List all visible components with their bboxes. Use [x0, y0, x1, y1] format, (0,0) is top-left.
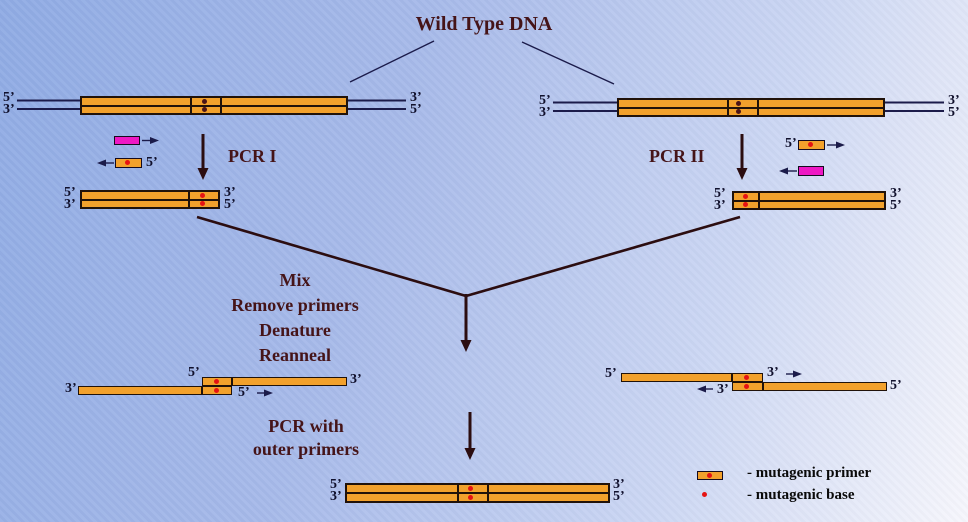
label-5-prime: 5’	[785, 136, 797, 151]
final-pcr-step-line: PCR with	[268, 416, 344, 436]
label-5-prime: 5’	[948, 105, 960, 120]
label-3-prime: 3’	[613, 477, 625, 492]
mutagenic-base-dot	[744, 383, 749, 389]
wild-type-dna-left	[80, 96, 348, 115]
pcr2-step-label: PCR II	[649, 146, 705, 166]
mutation-site-boundary	[201, 387, 203, 394]
title-pointer-line-right	[521, 41, 615, 85]
strand-separator	[347, 492, 608, 494]
title-pointer-line-left	[349, 40, 435, 83]
label-5-prime: 5’	[330, 477, 342, 492]
mix-step-line: Reanneal	[259, 345, 331, 365]
label-3-prime: 3’	[767, 365, 779, 380]
label-3-prime: 3’	[65, 381, 77, 396]
mutation-site-boundary	[231, 378, 233, 385]
reannealed-bottom-strand-left	[78, 386, 232, 395]
reannealed-top-strand-right	[621, 373, 763, 382]
mutagenic-base-dot	[468, 486, 473, 491]
wild-type-base-dot	[202, 107, 207, 112]
final-pcr-step-line: outer primers	[252, 439, 360, 459]
label-3-prime: 3’	[3, 102, 15, 117]
mutation-site-boundary	[731, 374, 733, 381]
strand-separator	[82, 198, 218, 201]
label-3-prime: 3’	[890, 186, 902, 201]
mutation-site-boundary	[727, 100, 729, 115]
label-5-prime: 5’	[605, 366, 617, 381]
label-5-prime: 5’	[64, 185, 76, 200]
mutagenic-base-dot	[214, 378, 219, 384]
mutagenic-base-dot	[702, 492, 707, 497]
pcr1-product-duplex	[80, 190, 220, 209]
mutagenic-base-dot	[468, 495, 473, 500]
label-3-prime: 3’	[410, 90, 422, 105]
label-3-prime: 3’	[717, 382, 729, 397]
label-5-prime: 5’	[890, 378, 902, 393]
wild-type-base-dot	[736, 101, 741, 106]
legend-mutagenic-primer-label: - mutagenic primer	[747, 465, 872, 481]
label-5-prime: 5’	[613, 489, 625, 504]
mutation-site-boundary	[220, 98, 222, 113]
mutagenic-base-dot	[200, 193, 205, 198]
mutagenic-base-dot	[707, 472, 712, 478]
mutation-site-boundary	[758, 193, 760, 208]
diagram-title: Wild Type DNA	[415, 13, 553, 35]
mutagenic-base-dot	[808, 142, 813, 147]
wild-type-base-dot	[736, 109, 741, 114]
mutagenic-base-dot	[744, 374, 749, 380]
mutagenic-base-dot	[200, 201, 205, 206]
reannealed-top-strand-left	[202, 377, 347, 386]
mutagenic-base-dot	[743, 202, 748, 207]
mix-converge-line-left	[196, 215, 467, 298]
label-5-prime: 5’	[410, 102, 422, 117]
mutagenic-base-dot	[214, 387, 219, 393]
mutation-site-boundary	[190, 98, 192, 113]
mutation-site-boundary	[188, 192, 190, 207]
reannealed-bottom-strand-right	[732, 382, 887, 391]
final-pcr-step-text: PCR with outer primers	[211, 415, 401, 461]
mutagenic-primer-reverse	[115, 158, 142, 168]
mutation-site-boundary	[457, 485, 459, 501]
mutation-site-boundary	[762, 383, 764, 390]
wild-type-dna-right	[617, 98, 885, 117]
legend-mutagenic-base-label: - mutagenic base	[747, 487, 855, 503]
outer-primer-forward	[114, 136, 140, 145]
label-3-prime: 3’	[948, 93, 960, 108]
label-3-prime: 3’	[539, 105, 551, 120]
label-3-prime: 3’	[64, 197, 76, 212]
mix-step-line: Mix	[279, 270, 311, 290]
label-5-prime: 5’	[3, 90, 15, 105]
pcr2-product-duplex	[732, 191, 886, 210]
final-mutant-duplex	[345, 483, 610, 503]
label-5-prime: 5’	[188, 365, 200, 380]
strand-separator	[734, 199, 884, 202]
label-5-prime: 5’	[714, 186, 726, 201]
outer-primer-reverse	[798, 166, 824, 176]
label-3-prime: 3’	[330, 489, 342, 504]
mix-step-text: Mix Remove primers Denature Reanneal	[195, 268, 395, 368]
mutagenic-primer-swatch	[697, 471, 723, 480]
wild-type-base-dot	[202, 99, 207, 104]
pcr1-step-label: PCR I	[228, 146, 277, 166]
label-5-prime: 5’	[238, 385, 250, 400]
mutation-site-boundary	[487, 485, 489, 501]
mix-step-line: Denature	[259, 320, 331, 340]
mix-step-line: Remove primers	[231, 295, 359, 315]
label-3-prime: 3’	[350, 372, 362, 387]
mutation-site-boundary	[757, 100, 759, 115]
mutagenic-primer-forward	[798, 140, 825, 150]
strand-separator	[82, 104, 346, 107]
label-5-prime: 5’	[224, 197, 236, 212]
label-5-prime: 5’	[146, 155, 158, 170]
mutagenic-base-dot	[743, 194, 748, 199]
mix-converge-line-right	[465, 215, 741, 298]
label-5-prime: 5’	[539, 93, 551, 108]
label-5-prime: 5’	[890, 198, 902, 213]
label-3-prime: 3’	[714, 198, 726, 213]
mutagenic-base-dot	[125, 160, 130, 165]
strand-separator	[619, 106, 883, 109]
label-3-prime: 3’	[224, 185, 236, 200]
